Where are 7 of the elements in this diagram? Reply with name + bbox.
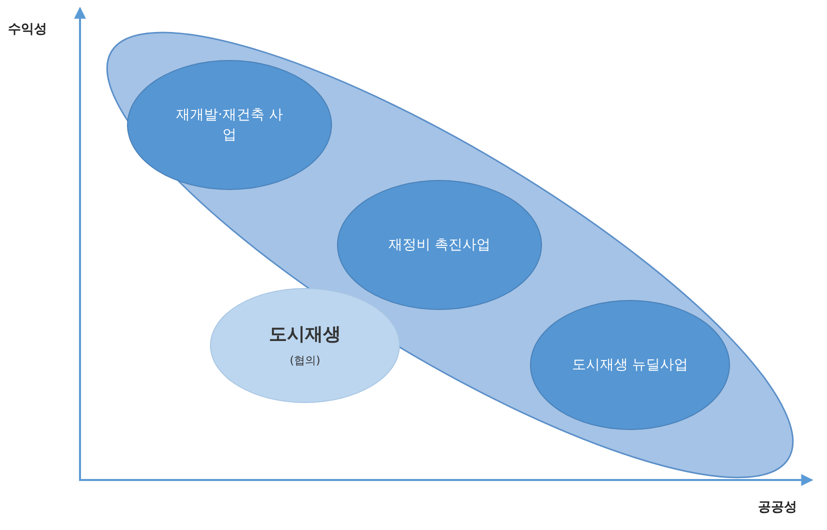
node-sublabel: (협의) [290,352,320,369]
node-label: 도시재생 뉴딜사업 [572,356,688,375]
node-label: 재개발·재건축 사업 [175,106,284,145]
y-axis-label: 수익성 [8,21,47,38]
node-label: 도시재생 [269,323,341,348]
node-label: 재정비 촉진사업 [388,236,491,255]
x-axis-label: 공공성 [758,499,797,516]
